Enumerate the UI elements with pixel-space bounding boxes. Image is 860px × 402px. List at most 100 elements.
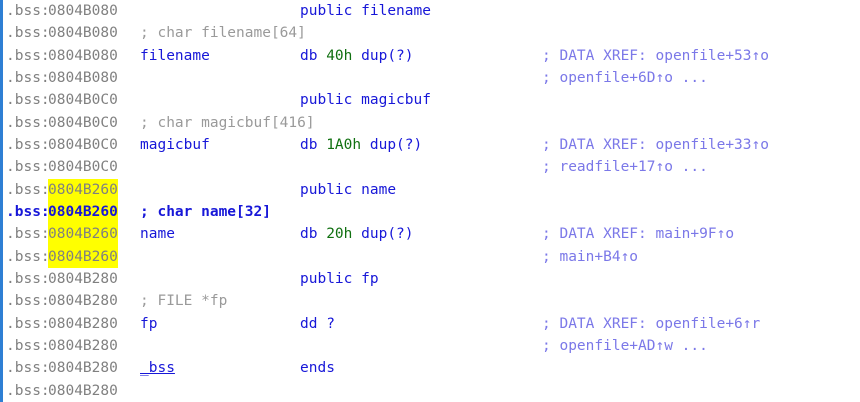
- type-comment: ; FILE *fp: [140, 293, 228, 310]
- disassembly-line[interactable]: .bss:0804B260 ; char name[32]: [3, 200, 860, 224]
- segment-prefix: .bss:: [6, 136, 50, 153]
- instruction-text: db 20h dup(?): [300, 223, 414, 245]
- xref-comment[interactable]: ; openfile+6D↑o ...: [542, 69, 708, 86]
- xref-comment[interactable]: ; DATA XREF: main+9F↑o: [542, 226, 735, 243]
- line-address[interactable]: 0804B0C0: [48, 114, 118, 131]
- line-address[interactable]: 0804B260: [48, 200, 118, 224]
- segment-prefix: .bss:: [6, 293, 50, 310]
- xref-comment[interactable]: ; DATA XREF: openfile+6↑r: [542, 315, 761, 332]
- type-comment: ; char name[32]: [140, 203, 271, 220]
- mnemonic: db: [300, 47, 318, 64]
- xref-comment[interactable]: ; openfile+AD↑w ...: [542, 337, 708, 354]
- symbol-name[interactable]: magicbuf: [140, 136, 210, 153]
- disassembly-line[interactable]: .bss:0804B260 name db 20h dup(?) ; DATA XRE…: [3, 223, 860, 246]
- xref-comment[interactable]: ; DATA XREF: openfile+53↑o: [542, 47, 769, 64]
- line-address[interactable]: 0804B080: [48, 69, 118, 86]
- operand: [361, 137, 370, 153]
- operand: magicbuf: [361, 92, 431, 109]
- mnemonic: dd: [300, 315, 318, 332]
- disassembly-line[interactable]: .bss:0804B280 public fp: [3, 268, 860, 290]
- segment-prefix: .bss:: [6, 3, 50, 19]
- segment-prefix: .bss:: [6, 315, 50, 332]
- disassembly-line[interactable]: .bss:0804B080 ; char filename[64]: [3, 22, 860, 44]
- segment-prefix: .bss:: [6, 337, 50, 354]
- instruction-text: public fp: [300, 268, 379, 290]
- line-address[interactable]: 0804B0C0: [48, 136, 118, 153]
- disassembly-line[interactable]: .bss:0804B280 fp dd ? ; DATA XREF: openfile…: [3, 313, 860, 335]
- instruction-text: db 1A0h dup(?): [300, 134, 422, 156]
- symbol-name[interactable]: filename: [140, 47, 210, 64]
- disassembly-line[interactable]: .bss:0804B280 ; openfile+AD↑w ...: [3, 335, 860, 357]
- hex-literal: 20h: [326, 226, 353, 243]
- line-address[interactable]: 0804B260: [48, 245, 118, 268]
- instruction-text: public name: [300, 179, 396, 201]
- hex-literal: 1A0h: [326, 136, 362, 153]
- segment-prefix: .bss:: [6, 270, 50, 287]
- mnemonic: public: [300, 3, 353, 19]
- disassembly-line[interactable]: .bss:0804B280 ; FILE *fp: [3, 290, 860, 312]
- disassembly-line[interactable]: .bss:0804B260 ; main+B4↑o: [3, 245, 860, 268]
- segment-prefix: .bss:: [6, 47, 50, 64]
- line-address[interactable]: 0804B280: [48, 315, 118, 332]
- line-address[interactable]: 0804B080: [48, 3, 118, 19]
- mnemonic: dup(?): [361, 226, 414, 243]
- type-comment: ; char filename[64]: [140, 25, 306, 42]
- line-address[interactable]: 0804B260: [48, 178, 118, 201]
- xref-comment[interactable]: ; main+B4↑o: [542, 248, 639, 265]
- segment-prefix: .bss:: [6, 248, 50, 265]
- xref-comment[interactable]: ; DATA XREF: openfile+33↑o: [542, 136, 769, 153]
- disassembly-line[interactable]: .bss:0804B0C0; char magicbuf[416]: [3, 112, 860, 134]
- operand: name: [361, 181, 397, 198]
- symbol-name[interactable]: _bss: [140, 360, 175, 377]
- line-address[interactable]: 0804B280: [48, 382, 118, 399]
- line-address[interactable]: 0804B280: [48, 270, 118, 287]
- hex-literal: 40h: [326, 47, 353, 64]
- operand: [352, 226, 361, 242]
- line-address[interactable]: 0804B260: [48, 223, 118, 246]
- symbol-name[interactable]: name: [140, 226, 175, 243]
- segment-prefix: .bss:: [6, 226, 50, 243]
- mnemonic: ends: [300, 360, 335, 377]
- disassembly-line[interactable]: .bss:0804B080 filename db 40h dup(?) ; DATA…: [3, 45, 860, 67]
- mnemonic: db: [300, 226, 318, 243]
- line-address[interactable]: 0804B080: [48, 25, 118, 42]
- type-comment: ; char magicbuf[416]: [140, 114, 315, 131]
- instruction-text: public magicbuf: [300, 89, 431, 111]
- disassembly-line[interactable]: .bss:0804B080 ; openfile+6D↑o ...: [3, 67, 860, 89]
- operand: filename: [361, 3, 431, 19]
- operand: ?: [326, 315, 335, 332]
- navigation-rail: [0, 0, 3, 402]
- segment-prefix: .bss:: [6, 159, 50, 176]
- operand: [352, 48, 361, 64]
- instruction-text: dd ?: [300, 313, 335, 335]
- disassembly-line[interactable]: .bss:0804B080 public filename: [3, 0, 860, 22]
- disassembly-line[interactable]: .bss:0804B0C0 magicbuf db 1A0h dup(?) ; DAT…: [3, 134, 860, 156]
- disassembly-line[interactable]: .bss:0804B280 _bss ends: [3, 357, 860, 379]
- instruction-text: ends: [300, 357, 335, 379]
- symbol-name[interactable]: fp: [140, 315, 158, 332]
- line-address[interactable]: 0804B0C0: [48, 159, 118, 176]
- disassembly-line[interactable]: .bss:0804B280: [3, 380, 860, 402]
- line-address[interactable]: 0804B280: [48, 360, 118, 377]
- operand: [352, 182, 361, 198]
- mnemonic: db: [300, 136, 318, 153]
- segment-prefix: .bss:: [6, 25, 50, 42]
- operand: [352, 92, 361, 108]
- operand: [317, 137, 326, 153]
- segment-prefix: .bss:: [6, 360, 50, 377]
- line-address[interactable]: 0804B280: [48, 337, 118, 354]
- segment-prefix: .bss:: [6, 382, 50, 399]
- line-address[interactable]: 0804B080: [48, 47, 118, 64]
- line-address[interactable]: 0804B280: [48, 293, 118, 310]
- segment-prefix: .bss:: [6, 203, 50, 220]
- disassembly-line[interactable]: .bss:0804B0C0 ; readfile+17↑o ...: [3, 156, 860, 178]
- instruction-text: db 40h dup(?): [300, 45, 414, 67]
- line-address[interactable]: 0804B0C0: [48, 92, 118, 109]
- segment-prefix: .bss:: [6, 69, 50, 86]
- operand: [317, 316, 326, 332]
- xref-comment[interactable]: ; readfile+17↑o ...: [542, 159, 708, 176]
